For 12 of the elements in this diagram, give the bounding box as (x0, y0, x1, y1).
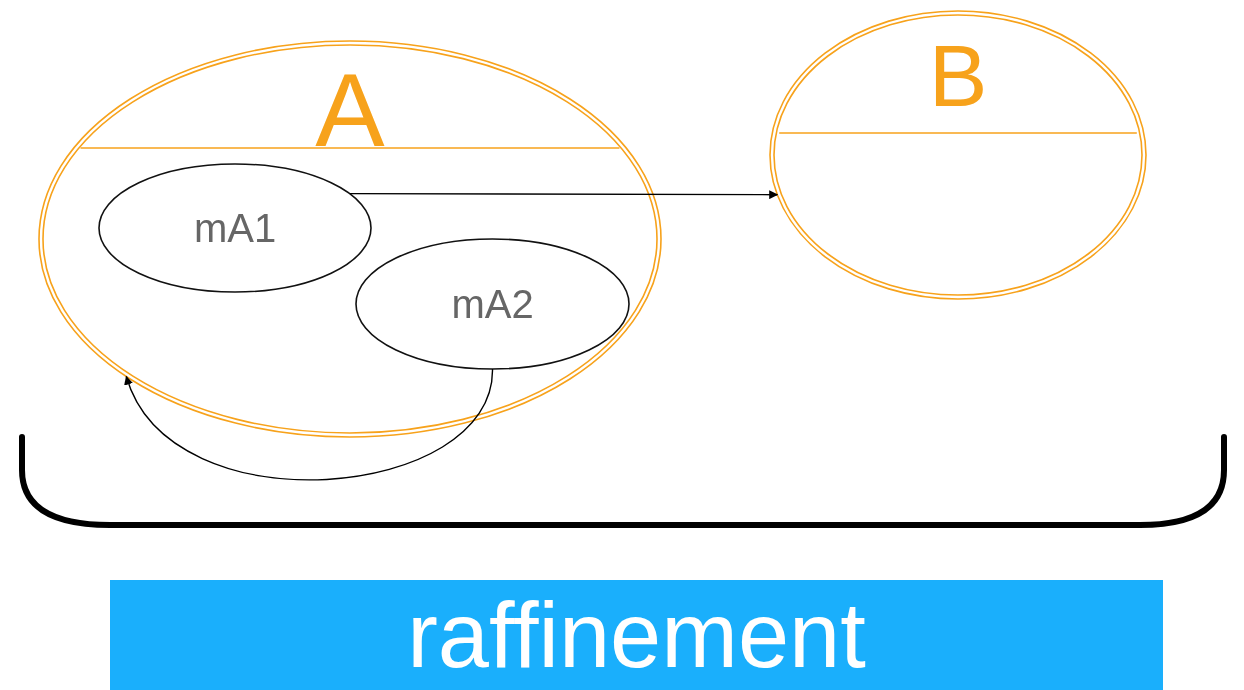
ellipse (98, 163, 372, 293)
arrow (349, 190, 779, 200)
class-name: A (315, 58, 385, 162)
title-banner (110, 580, 1163, 690)
class-ellipse (769, 10, 1147, 300)
node-label: mA2 (451, 284, 534, 324)
arrow (125, 368, 494, 481)
ellipse (355, 238, 630, 370)
class-name: B (928, 32, 988, 120)
node-label: mA1 (193, 208, 277, 248)
class-ellipse (38, 40, 662, 438)
banner-title: raffinement (407, 589, 866, 681)
